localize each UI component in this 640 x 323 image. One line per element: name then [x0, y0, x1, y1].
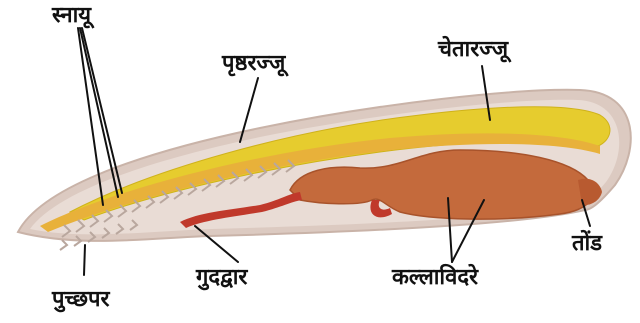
label-tail-fin: पुच्छपर: [51, 287, 111, 313]
label-mouth: तोंड: [571, 229, 603, 256]
label-muscles: स्नायू: [51, 3, 95, 29]
label-anus: गुदद्वार: [195, 265, 248, 291]
label-notochord: पृष्ठरज्जू: [221, 51, 289, 77]
label-nerve-cord: चेतारज्जू: [437, 35, 512, 63]
label-gill-slits: कल्लाविदरे: [391, 263, 479, 290]
